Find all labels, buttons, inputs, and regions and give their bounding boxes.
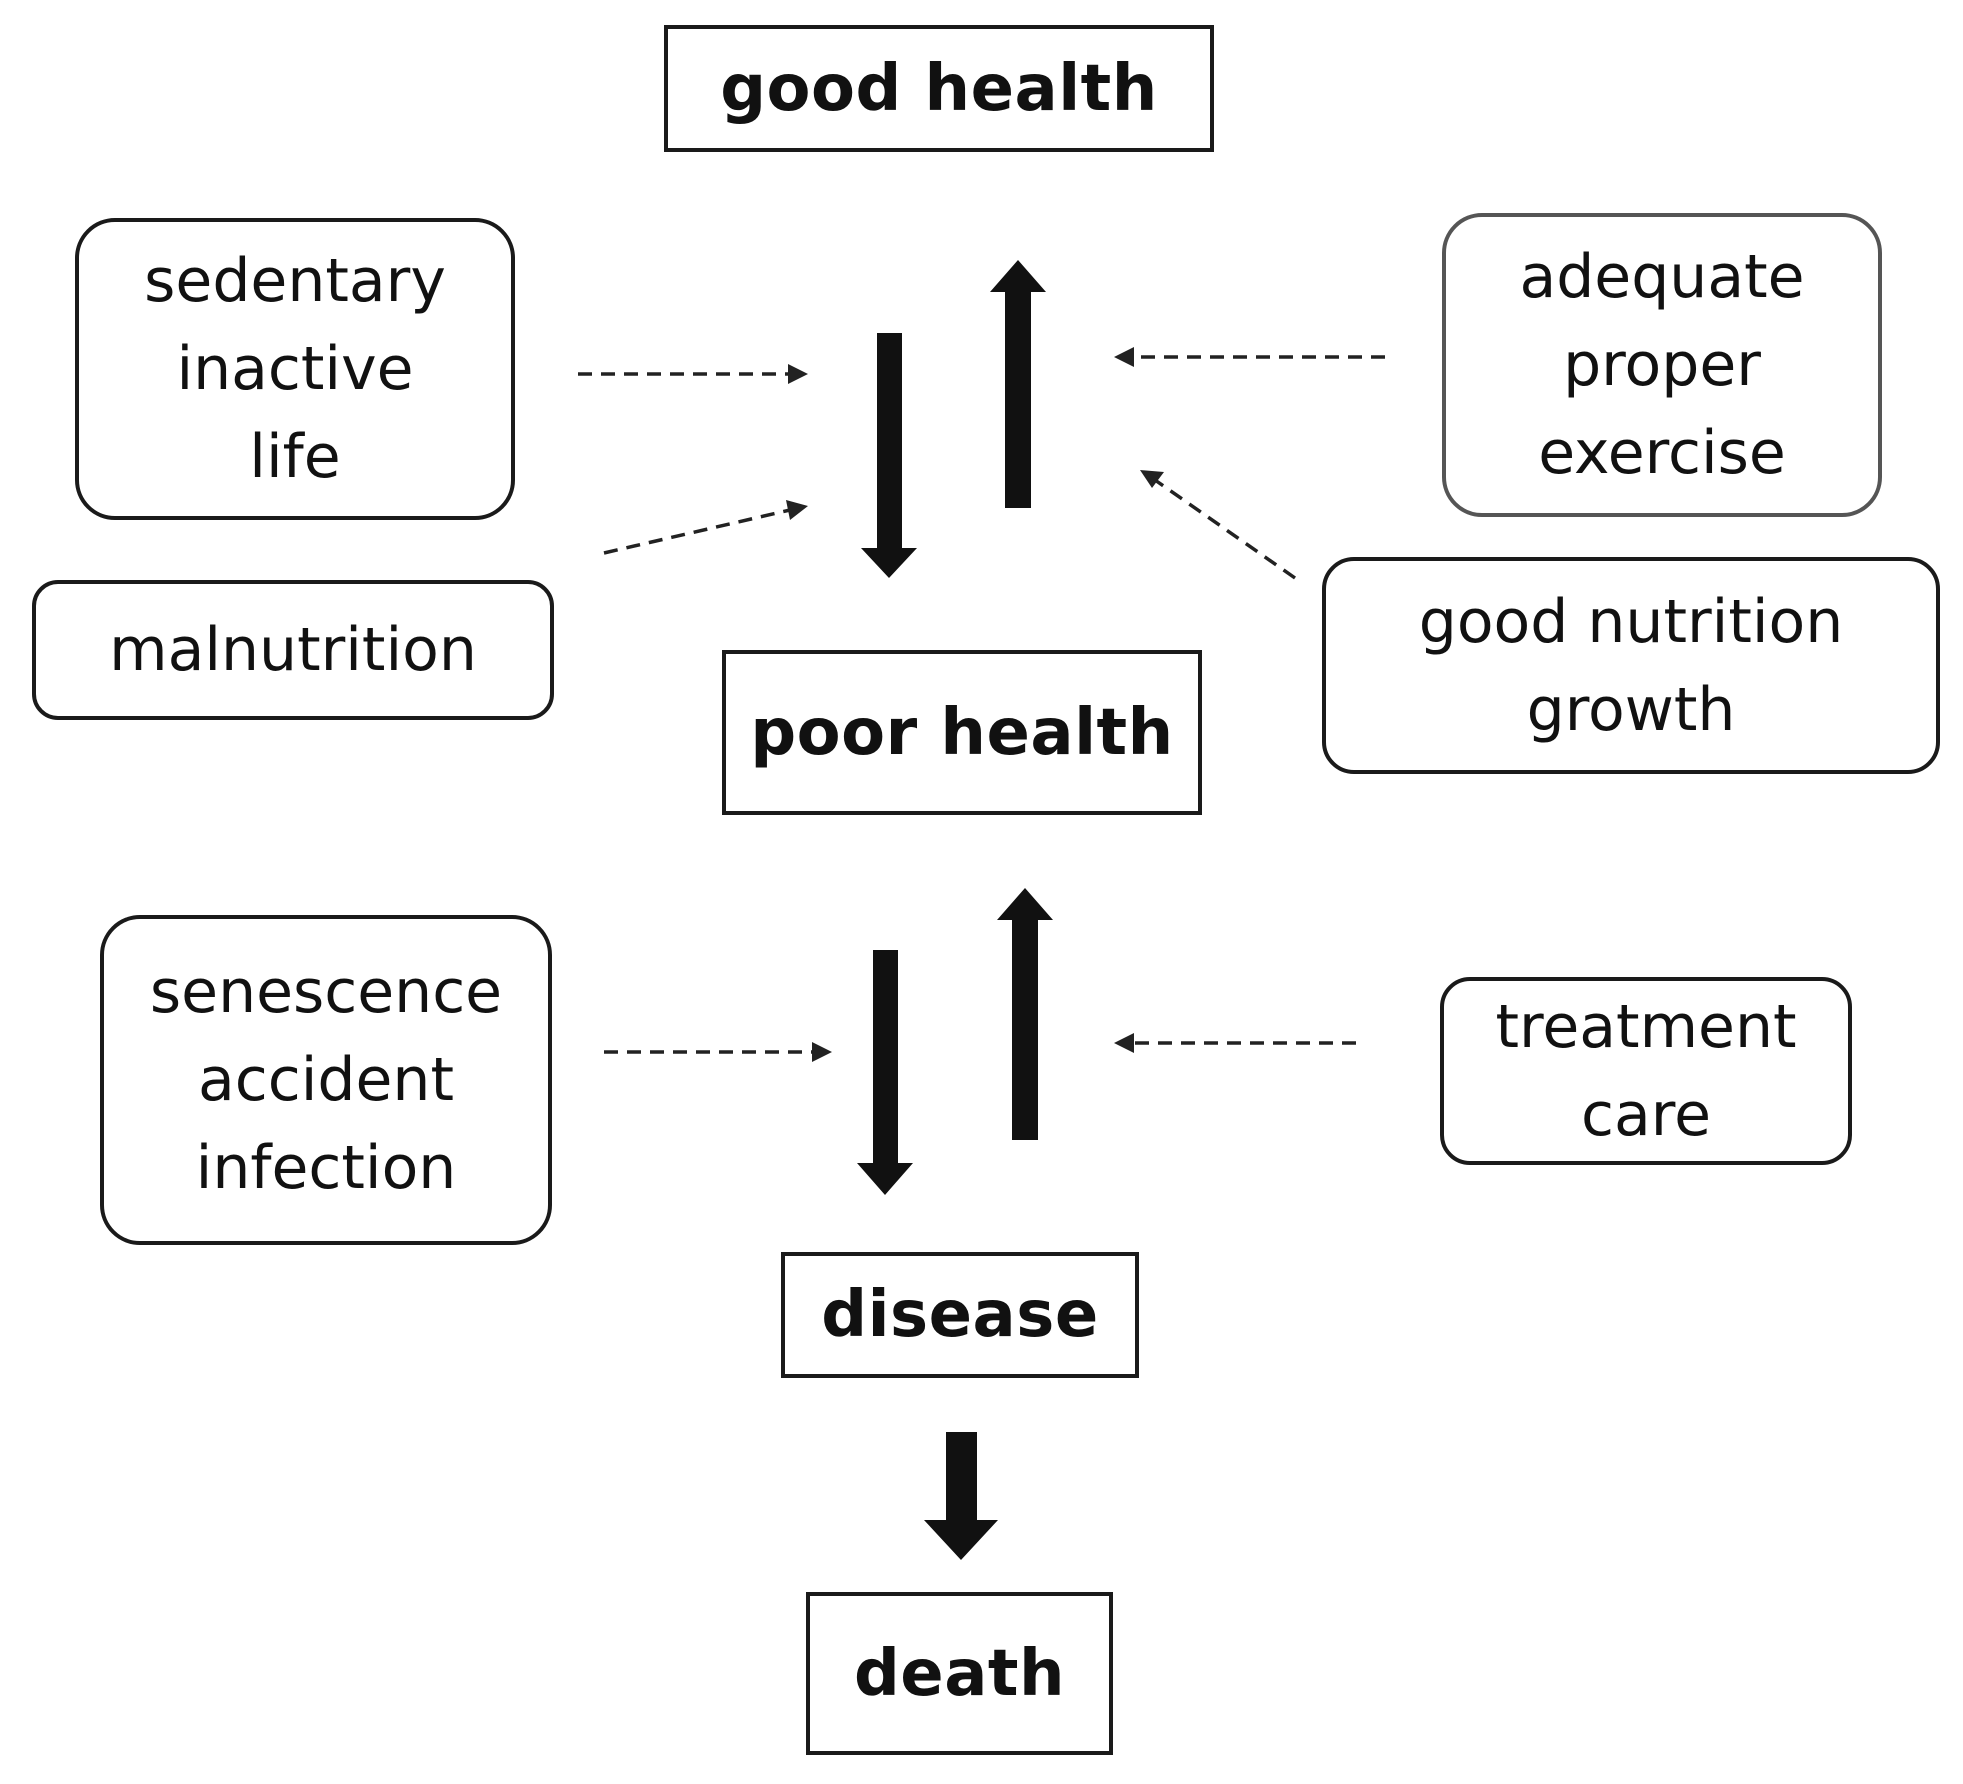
sedentary-line-3: life xyxy=(249,422,341,492)
senescence-line-1: senescence xyxy=(149,957,503,1027)
dashed-arrow-malnutrition xyxy=(603,508,791,555)
arrow-down-to-disease xyxy=(857,950,913,1195)
senescence-line-2: accident xyxy=(198,1045,454,1115)
dashed-arrowhead-senescence xyxy=(812,1042,832,1062)
exercise-factor-box: adequate proper exercise xyxy=(1442,213,1882,517)
arrow-up-to-poor-health xyxy=(997,888,1053,1140)
treatment-factor-box: treatment care xyxy=(1440,977,1852,1165)
death-label: death xyxy=(853,1636,1066,1711)
nutrition-line-1: good nutrition xyxy=(1418,586,1844,657)
malnutrition-factor-box: malnutrition xyxy=(32,580,554,720)
disease-label: disease xyxy=(821,1278,1099,1352)
dashed-arrowhead-sedentary xyxy=(788,364,808,384)
poor-health-label: poor health xyxy=(750,695,1174,770)
senescence-factor-box: senescence accident infection xyxy=(100,915,552,1245)
arrow-up-to-good-health xyxy=(990,260,1046,508)
dashed-arrowhead-exercise xyxy=(1114,347,1134,367)
treatment-line-1: treatment xyxy=(1495,992,1797,1062)
sedentary-line-1: sedentary xyxy=(144,246,446,316)
dashed-arrow-nutrition xyxy=(1153,478,1297,580)
sedentary-line-2: inactive xyxy=(176,334,414,404)
senescence-line-3: infection xyxy=(195,1133,457,1203)
death-box: death xyxy=(806,1592,1113,1755)
arrow-down-to-poor-health xyxy=(861,333,917,578)
good-health-box: good health xyxy=(664,25,1214,152)
disease-box: disease xyxy=(781,1252,1139,1378)
malnutrition-line-1: malnutrition xyxy=(109,615,477,685)
exercise-line-2: proper xyxy=(1563,330,1761,400)
dashed-arrowhead-malnutrition xyxy=(786,500,808,520)
dashed-arrowhead-treatment xyxy=(1114,1033,1134,1053)
arrow-down-to-death xyxy=(924,1432,998,1560)
sedentary-factor-box: sedentary inactive life xyxy=(75,218,515,520)
good-health-label: good health xyxy=(720,51,1158,126)
nutrition-factor-box: good nutrition growth xyxy=(1322,557,1940,774)
poor-health-box: poor health xyxy=(722,650,1202,815)
dashed-arrowhead-nutrition xyxy=(1140,470,1164,488)
treatment-line-2: care xyxy=(1580,1080,1712,1150)
nutrition-line-2: growth xyxy=(1526,674,1736,745)
exercise-line-1: adequate xyxy=(1519,242,1805,312)
exercise-line-3: exercise xyxy=(1538,418,1786,488)
